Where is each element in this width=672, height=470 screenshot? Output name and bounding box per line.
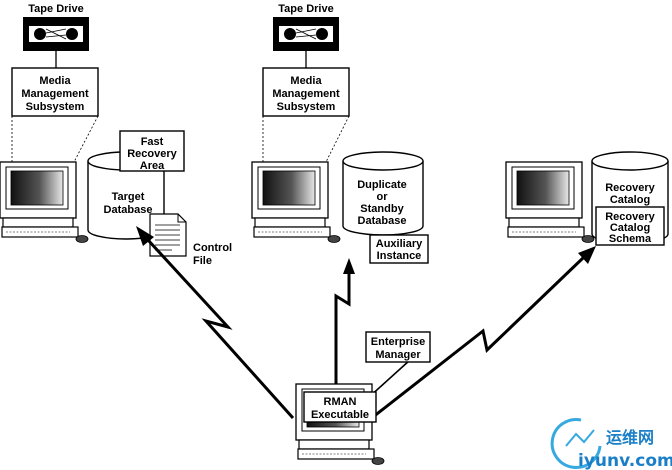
rman-executable-line-2: Executable [311, 409, 369, 421]
recovery-area-line-1: Fast [141, 136, 164, 148]
target-mms-line-2: Management [21, 88, 89, 100]
catalog-site: Recovery Catalog Recovery Catalog Schema [505, 151, 669, 246]
duplicate-mms-line-1: Media [290, 75, 322, 87]
duplicate-tape-drive-icon [272, 16, 340, 52]
catalog-schema-line-2: Catalog [610, 222, 650, 234]
duplicate-database-line-2: or [377, 191, 389, 203]
enterprise-manager-box [365, 331, 431, 363]
watermark-url: iyunv.com [578, 451, 672, 470]
target-mms-box [11, 67, 99, 117]
target-mms-line-1: Media [39, 75, 71, 87]
rman-executable-box [303, 391, 377, 423]
fast-recovery-area-box [119, 130, 185, 172]
duplicate-database-line-4: Database [358, 215, 407, 227]
auxiliary-instance-line-1: Auxiliary [376, 238, 423, 250]
catalog-computer-icon [505, 161, 595, 244]
enterprise-manager-line-2: Manager [375, 349, 421, 361]
duplicate-mms-line-3: Subsystem [277, 101, 336, 113]
watermark: 运维网 iyunv.com [550, 418, 672, 470]
duplicate-computer-icon [251, 161, 341, 244]
connection-to-duplicate [334, 258, 355, 384]
catalog-database-line-1: Recovery [605, 182, 655, 194]
target-database-line-1: Target [112, 191, 145, 203]
recovery-area-line-2: Recovery [127, 148, 177, 160]
catalog-database-line-2: Catalog [610, 194, 650, 206]
control-file-icon [149, 213, 187, 257]
recovery-area-line-3: Area [140, 160, 165, 172]
connection-to-target [136, 226, 295, 420]
target-site: Tape Drive Media Management Subsystem Ta… [0, 3, 232, 267]
target-database-line-2: Database [104, 204, 153, 216]
auxiliary-instance-line-2: Instance [377, 250, 422, 262]
watermark-brand: 运维网 [606, 428, 654, 447]
target-computer-icon [0, 161, 89, 244]
rman-executable-line-1: RMAN [324, 396, 357, 408]
duplicate-mms-box [262, 67, 350, 117]
watermark-logo-icon [550, 418, 602, 469]
catalog-schema-line-3: Schema [609, 233, 652, 245]
duplicate-mms-line-2: Management [272, 88, 340, 100]
enterprise-manager-line-1: Enterprise [371, 336, 425, 348]
target-mms-line-3: Subsystem [26, 101, 85, 113]
rman-site: Enterprise Manager RMAN Executable [295, 331, 431, 466]
recovery-catalog-schema-box [595, 206, 665, 246]
control-file-line-2: File [193, 255, 212, 267]
connection-to-catalog [372, 246, 596, 419]
duplicate-tape-label: Tape Drive [278, 3, 333, 15]
duplicate-database-line-1: Duplicate [357, 179, 407, 191]
control-file-line-1: Control [193, 242, 232, 254]
duplicate-database-line-3: Standby [360, 203, 404, 215]
target-tape-label: Tape Drive [28, 3, 83, 15]
duplicate-site: Tape Drive Media Management Subsystem Du… [251, 3, 429, 264]
auxiliary-instance-box [369, 234, 429, 264]
catalog-schema-line-1: Recovery [605, 211, 655, 223]
target-tape-drive-icon [22, 16, 90, 52]
